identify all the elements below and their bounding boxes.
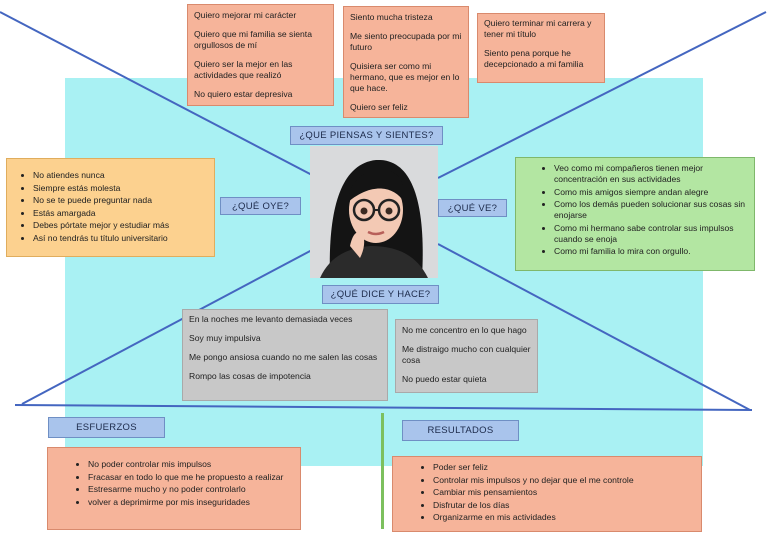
dice-box-2: No me concentro en lo que hago Me distra…: [395, 319, 538, 393]
dice-box-1: En la noches me levanto demasiada veces …: [182, 309, 388, 401]
ve-list: Veo como mi compañeros tienen mejor conc…: [534, 163, 746, 257]
piensa-1-text-1: Quiero mejorar mi carácter: [194, 10, 297, 20]
piensa-box-2: Siento mucha tristeza Me siento preocupa…: [343, 6, 469, 118]
piensa-2-text-1: Siento mucha tristeza: [350, 12, 433, 22]
ve-box: Veo como mi compañeros tienen mejor conc…: [515, 157, 755, 271]
piensa-2-text-3: Quisiera ser como mi hermano, que es mej…: [350, 61, 460, 93]
dice-1-text-3: Me pongo ansiosa cuando no me salen las …: [189, 352, 378, 362]
list-item: Como los demás pueden solucionar sus cos…: [554, 199, 746, 221]
label-esfuerzos: ESFUERZOS: [48, 417, 165, 438]
diagonal-bottom-right: [437, 243, 751, 411]
oye-list: No atiendes nunca Siempre estás molesta …: [13, 170, 206, 244]
list-item: Estás amargada: [33, 208, 206, 219]
label-resultados: RESULTADOS: [402, 420, 519, 441]
dice-2-text-3: No puedo estar quieta: [402, 374, 487, 384]
piensa-box-1: Quiero mejorar mi carácter Quiero que mi…: [187, 4, 334, 106]
list-item: No atiendes nunca: [33, 170, 206, 181]
dice-1-text-4: Rompo las cosas de impotencia: [189, 371, 311, 381]
piensa-2-text-2: Me siento preocupada por mi futuro: [350, 31, 462, 52]
list-item: No poder controlar mis impulsos: [88, 459, 292, 470]
list-item: Disfrutar de los días: [433, 500, 693, 511]
esfuerzos-box: No poder controlar mis impulsos Fracasar…: [47, 447, 301, 530]
list-item: Siempre estás molesta: [33, 183, 206, 194]
piensa-box-3: Quiero terminar mi carrera y tener mi tí…: [477, 13, 605, 83]
label-dice: ¿QUÉ DICE Y HACE?: [322, 285, 439, 304]
list-item: Así no tendrás tu título universitario: [33, 233, 206, 244]
dice-1-text-1: En la noches me levanto demasiada veces: [189, 314, 353, 324]
piensa-2-text-4: Quiero ser feliz: [350, 102, 408, 112]
list-item: Poder ser feliz: [433, 462, 693, 473]
vertical-divider: [381, 413, 384, 529]
persona-illustration: [310, 146, 438, 278]
dice-2-text-1: No me concentro en lo que hago: [402, 325, 527, 335]
oye-box: No atiendes nunca Siempre estás molesta …: [6, 158, 215, 257]
resultados-list: Poder ser feliz Controlar mis impulsos y…: [413, 462, 693, 523]
list-item: Fracasar en todo lo que me he propuesto …: [88, 472, 292, 483]
list-item: Veo como mi compañeros tienen mejor conc…: [554, 163, 746, 185]
list-item: Como mis amigos siempre andan alegre: [554, 187, 746, 198]
piensa-3-text-1: Quiero terminar mi carrera y tener mi tí…: [484, 18, 592, 39]
list-item: volver a deprimirme por mis inseguridade…: [88, 497, 292, 508]
resultados-box: Poder ser feliz Controlar mis impulsos y…: [392, 456, 702, 532]
piensa-1-text-3: Quiero ser la mejor en las actividades q…: [194, 59, 293, 80]
piensa-1-text-4: No quiero estar depresiva: [194, 89, 293, 99]
piensa-1-text-2: Quiero que mi familia se sienta orgullos…: [194, 29, 312, 50]
list-item: Como mi familia lo mira con orgullo.: [554, 246, 746, 257]
piensa-3-text-2: Siento pena porque he decepcionado a mi …: [484, 48, 584, 69]
horizontal-divider: [14, 404, 753, 411]
label-piensa: ¿QUE PIENSAS Y SIENTES?: [290, 126, 443, 145]
esfuerzos-list: No poder controlar mis impulsos Fracasar…: [68, 459, 292, 508]
list-item: Cambiar mis pensamientos: [433, 487, 693, 498]
label-oye: ¿QUÉ OYE?: [220, 197, 301, 215]
diagonal-top-left: [0, 11, 313, 176]
list-item: Organizarme en mis actividades: [433, 512, 693, 523]
list-item: Debes pórtate mejor y estudiar más: [33, 220, 206, 231]
list-item: Controlar mis impulsos y no dejar que el…: [433, 475, 693, 486]
list-item: Estresarme mucho y no poder controlarlo: [88, 484, 292, 495]
list-item: Como mi hermano sabe controlar sus impul…: [554, 223, 746, 245]
dice-1-text-2: Soy muy impulsiva: [189, 333, 261, 343]
list-item: No se te puede preguntar nada: [33, 195, 206, 206]
diagonal-bottom-left: [21, 249, 313, 405]
label-ve: ¿QUÉ VE?: [438, 199, 507, 217]
dice-2-text-2: Me distraigo mucho con cualquier cosa: [402, 344, 531, 365]
diagonal-top-right: [437, 11, 767, 179]
